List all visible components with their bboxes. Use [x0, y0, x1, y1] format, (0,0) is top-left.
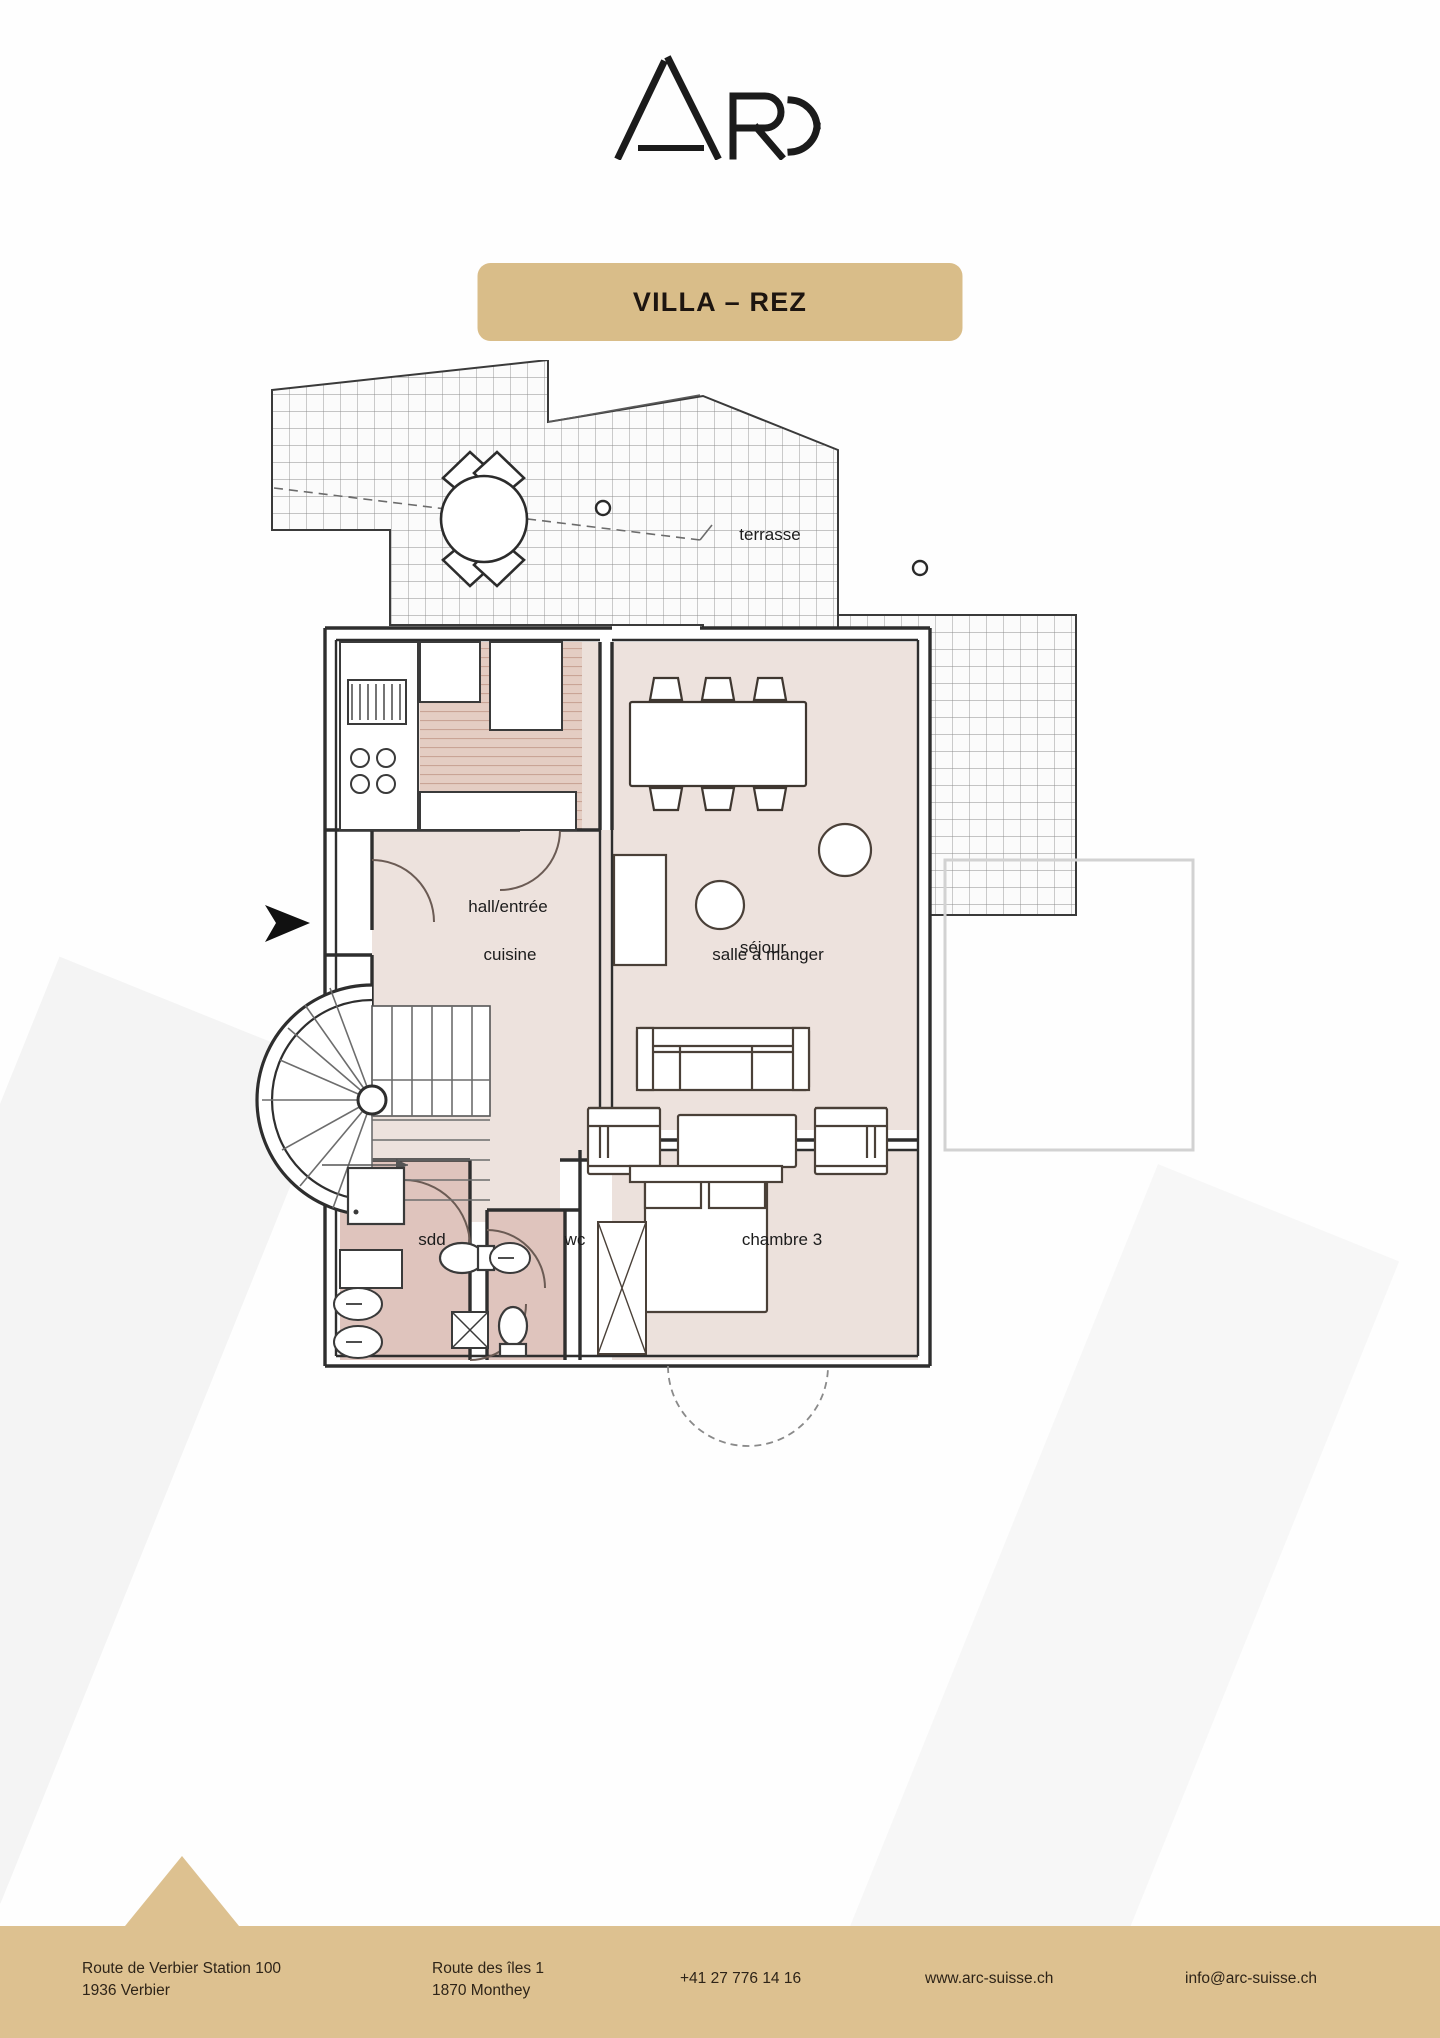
washbasin-wc	[489, 1242, 531, 1274]
wc-toilet-sdd	[438, 1241, 496, 1275]
brand-logo	[0, 52, 1440, 160]
fill-wc	[487, 1210, 565, 1360]
room-label-wc: wc	[564, 1230, 586, 1249]
wardrobe-chambre3	[597, 1221, 647, 1355]
room-label-terrasse: terrasse	[739, 525, 800, 544]
armchair-right	[813, 1106, 889, 1176]
wc-toilet	[497, 1305, 529, 1358]
bed-double	[628, 1164, 784, 1314]
terrace-post-2	[911, 559, 929, 577]
footer-website-link[interactable]: www.arc-suisse.ch	[925, 1970, 1054, 1987]
room-label-sejour: séjour	[740, 938, 787, 957]
room-label-chambre3: chambre 3	[742, 1230, 822, 1249]
address1-line2: 1936 Verbier	[82, 1982, 170, 2000]
coffee-table	[676, 1113, 798, 1169]
room-labels: cuisine salle à manger hall/entrée séjou…	[418, 897, 824, 1249]
room-label-cuisine: cuisine	[484, 945, 537, 964]
plot-outline-right	[943, 858, 1195, 1152]
room-label-hall-entree: hall/entrée	[468, 897, 547, 916]
sofa-3-seat	[635, 1026, 811, 1092]
terrace-round-table-4-chairs	[439, 450, 529, 588]
arc-logo-icon	[614, 55, 821, 160]
room-label-sdd: sdd	[418, 1230, 445, 1249]
round-side-table-2	[817, 822, 873, 878]
shower-tray	[346, 1166, 406, 1226]
room-label-salle-a-manger: salle à manger	[712, 945, 824, 964]
page-title: VILLA – REZ	[632, 286, 808, 317]
address2-line1: Route des îles 1	[432, 1960, 545, 1977]
sdd-floor-drain	[451, 1311, 489, 1349]
footer-address-monthey: Route des îles 1 1870 Monthey	[432, 1958, 544, 2003]
footer-email-link[interactable]: info@arc-suisse.ch	[1185, 1970, 1318, 1987]
footer-bar: Route de Verbier Station 100 1936 Verbie…	[0, 1926, 1440, 2038]
floor-plan-svg: terrasse	[255, 358, 1195, 1447]
round-side-table-1	[694, 879, 746, 931]
footer-phone[interactable]: +41 27 776 14 16	[680, 1970, 802, 1987]
address1-line1: Route de Verbier Station 100	[82, 1960, 282, 1977]
footer-address-verbier: Route de Verbier Station 100 1936 Verbie…	[82, 1958, 281, 2003]
staircase-winder	[255, 983, 491, 1218]
hall-cabinet	[612, 853, 668, 967]
entrance-arrow	[265, 905, 310, 942]
terrace-post-1	[594, 499, 612, 517]
armchair-left	[586, 1106, 662, 1176]
floor-plan-drawing: terrasse	[0, 358, 1440, 1880]
address2-line2: 1870 Monthey	[432, 1982, 531, 2000]
footer-peak-shape	[125, 1856, 239, 1926]
washbasin-sdd	[333, 1249, 403, 1359]
sheet-title-badge: VILLA – REZ	[477, 263, 963, 341]
chambre3-exterior-door-swing	[667, 1365, 829, 1447]
kitchen-counter-sink-hob	[339, 641, 577, 831]
dining-table-6-chairs	[628, 676, 808, 812]
